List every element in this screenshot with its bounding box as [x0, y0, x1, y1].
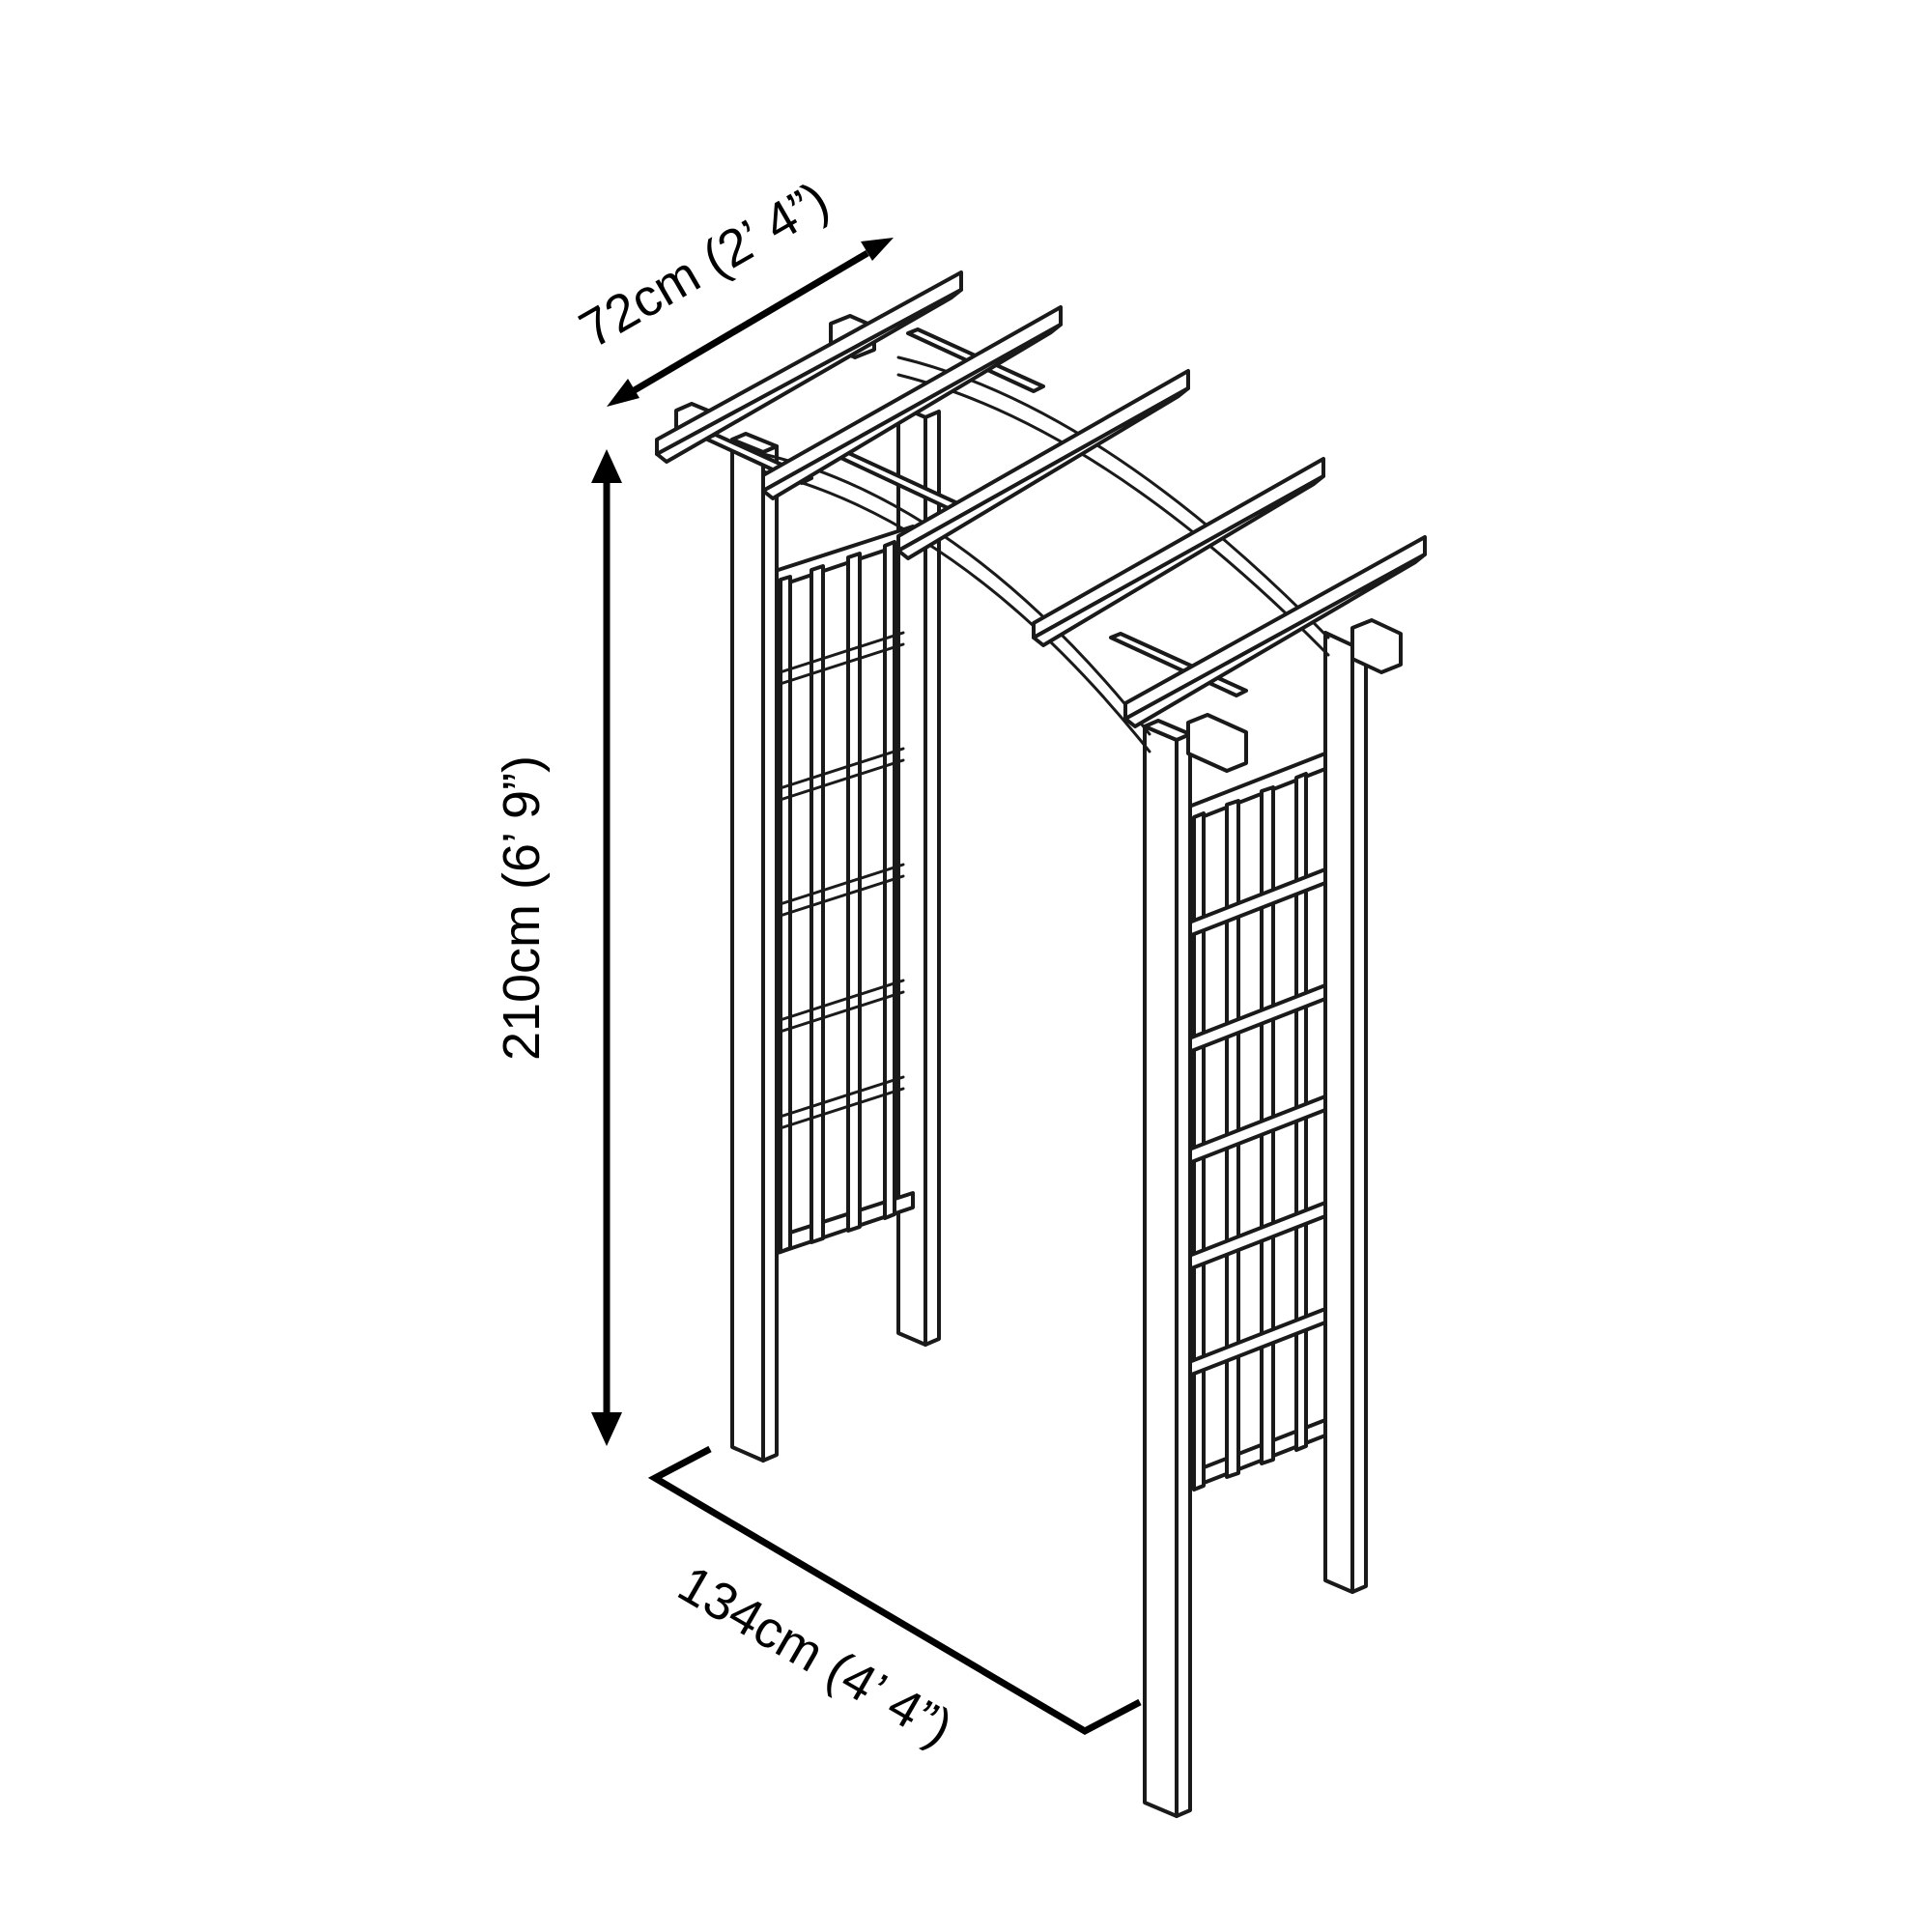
depth-dimension-label: 72cm (2’ 4”) [570, 171, 838, 359]
left-rear-post [896, 404, 941, 1347]
garden-arch [655, 270, 1427, 1818]
roof-rafter-3 [896, 369, 1190, 560]
left-trellis-panel [761, 525, 915, 1260]
roof-rafter-4 [1032, 457, 1325, 647]
right-rear-post [1323, 631, 1368, 1594]
depth-dimension-line [631, 249, 869, 395]
roof-rafter-5 [1123, 535, 1427, 728]
height-arrowhead-top [591, 449, 622, 483]
left-front-post [730, 432, 779, 1463]
depth-arrowhead-start [607, 379, 639, 407]
roof-rafters [655, 270, 1427, 728]
depth-dimension: 72cm (2’ 4”) [570, 171, 894, 407]
height-dimension: 210cm (6’ 9”) [493, 449, 622, 1446]
height-arrowhead-bottom [591, 1412, 622, 1446]
height-dimension-label: 210cm (6’ 9”) [493, 755, 551, 1061]
width-dimension-line [647, 1445, 1142, 1736]
roof-rafter-2 [761, 305, 1063, 500]
right-front-post [1143, 719, 1192, 1818]
width-dimension-label: 134cm (4’ 4”) [668, 1554, 962, 1757]
depth-arrowhead-end [861, 238, 894, 261]
roof-rafter-1 [655, 270, 963, 464]
right-trellis-panel [1175, 752, 1327, 1495]
width-dimension: 134cm (4’ 4”) [647, 1445, 1142, 1757]
